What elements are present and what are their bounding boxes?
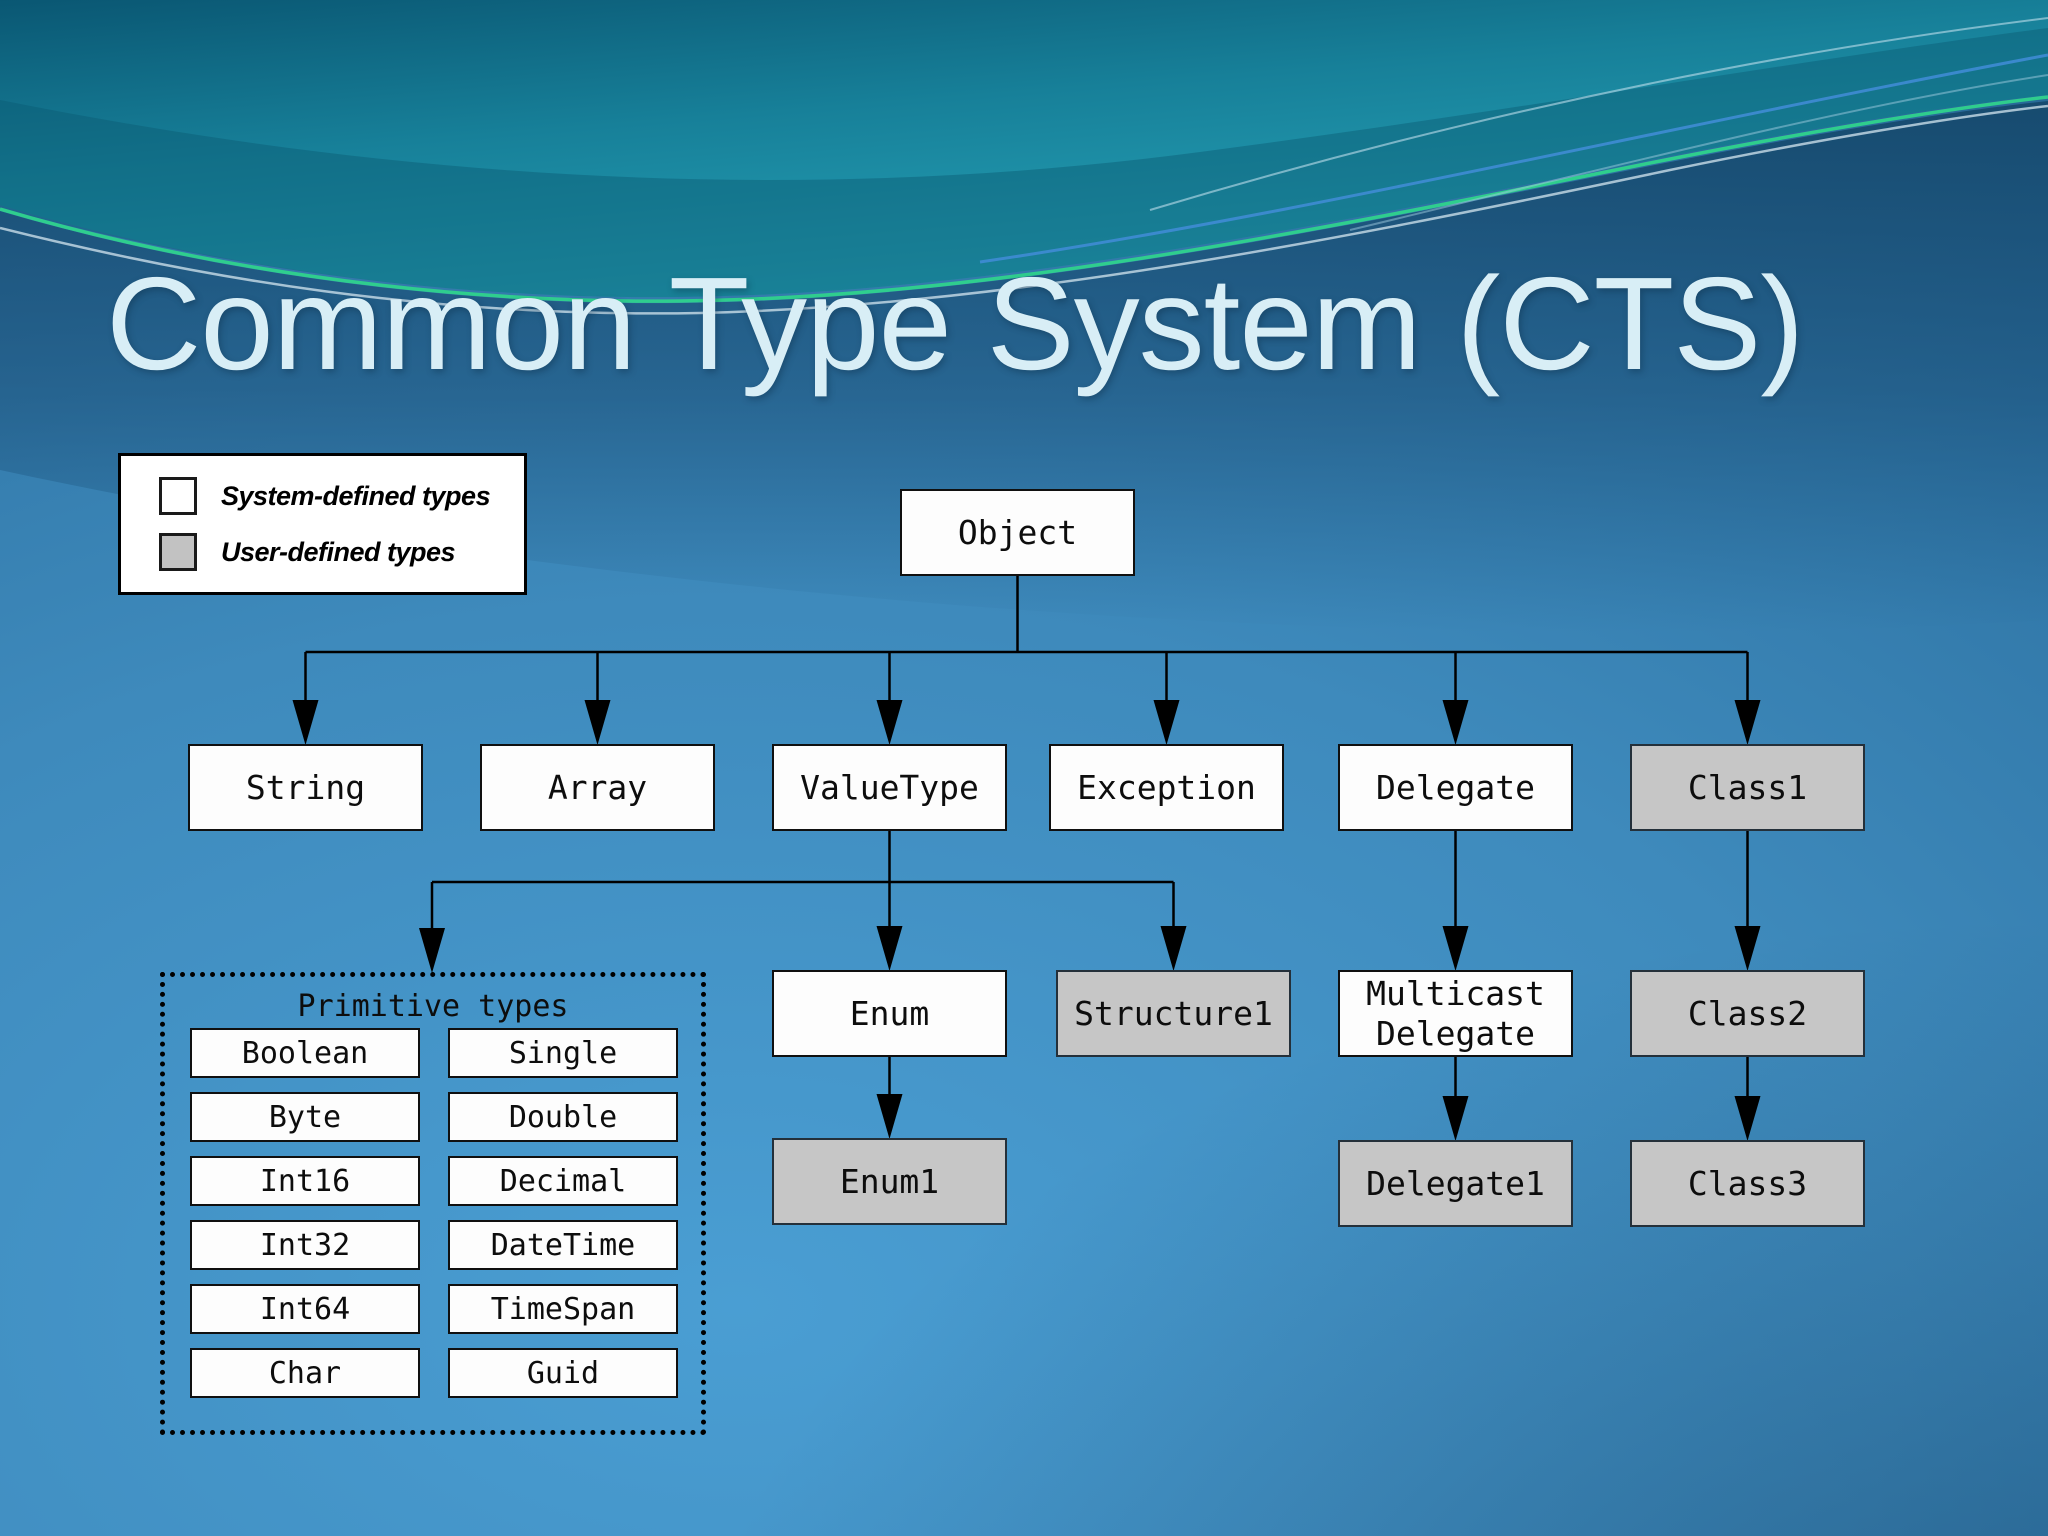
node-multicast-delegate: Multicast Delegate xyxy=(1338,970,1573,1057)
accent-line-green xyxy=(0,95,2048,303)
legend-box: System-defined types User-defined types xyxy=(118,453,527,595)
primitive-int32: Int32 xyxy=(190,1220,420,1270)
primitive-decimal: Decimal xyxy=(448,1156,678,1206)
accent-line-silver xyxy=(0,104,2048,315)
arrowhead-string xyxy=(292,700,319,745)
node-enum1: Enum1 xyxy=(772,1138,1007,1225)
primitive-boolean: Boolean xyxy=(190,1028,420,1078)
primitive-types-group: Primitive types Boolean Byte Int16 Int32… xyxy=(160,972,706,1435)
primitive-types-title: Primitive types xyxy=(297,989,569,1024)
node-class2: Class2 xyxy=(1630,970,1865,1057)
primitive-single: Single xyxy=(448,1028,678,1078)
arrowhead-enum xyxy=(876,926,903,971)
arrowhead-delegate1 xyxy=(1442,1096,1469,1141)
node-delegate: Delegate xyxy=(1338,744,1573,831)
legend-label-user: User-defined types xyxy=(221,536,456,567)
legend-row-system: System-defined types xyxy=(159,477,524,515)
swoosh-teal-band xyxy=(0,0,2048,298)
node-enum: Enum xyxy=(772,970,1007,1057)
node-object: Object xyxy=(900,489,1135,576)
arrowhead-delegate xyxy=(1442,700,1469,745)
node-class1: Class1 xyxy=(1630,744,1865,831)
accent-line-white-corner xyxy=(1349,74,2048,231)
page-title: Common Type System (CTS) xyxy=(106,250,1804,397)
arrowhead-multicast xyxy=(1442,926,1469,971)
accent-line-blue xyxy=(979,53,2048,264)
node-class3: Class3 xyxy=(1630,1140,1865,1227)
primitive-int16: Int16 xyxy=(190,1156,420,1206)
user-defined-swatch xyxy=(159,533,197,571)
arrowhead-enum1 xyxy=(876,1094,903,1139)
primitive-guid: Guid xyxy=(448,1348,678,1398)
legend-row-user: User-defined types xyxy=(159,533,524,571)
arrowhead-class2 xyxy=(1734,926,1761,971)
accent-line-white-upper xyxy=(1149,17,2048,211)
arrowhead-structure1 xyxy=(1160,926,1187,971)
primitive-double: Double xyxy=(448,1092,678,1142)
arrowhead-primitives xyxy=(419,928,445,973)
node-valuetype: ValueType xyxy=(772,744,1007,831)
primitive-timespan: TimeSpan xyxy=(448,1284,678,1334)
arrowhead-exception xyxy=(1153,700,1180,745)
node-exception: Exception xyxy=(1049,744,1284,831)
legend-label-system: System-defined types xyxy=(221,480,491,511)
system-defined-swatch xyxy=(159,477,197,515)
arrowhead-array xyxy=(584,700,611,745)
swoosh-darker-teal-overlay xyxy=(0,28,2048,298)
primitive-datetime: DateTime xyxy=(448,1220,678,1270)
node-string: String xyxy=(188,744,423,831)
arrowhead-class1 xyxy=(1734,700,1761,745)
node-array: Array xyxy=(480,744,715,831)
arrowhead-class3 xyxy=(1734,1096,1761,1141)
arrowhead-valuetype xyxy=(876,700,903,745)
primitive-char: Char xyxy=(190,1348,420,1398)
node-delegate1: Delegate1 xyxy=(1338,1140,1573,1227)
primitive-byte: Byte xyxy=(190,1092,420,1142)
primitive-int64: Int64 xyxy=(190,1284,420,1334)
node-structure1: Structure1 xyxy=(1056,970,1291,1057)
